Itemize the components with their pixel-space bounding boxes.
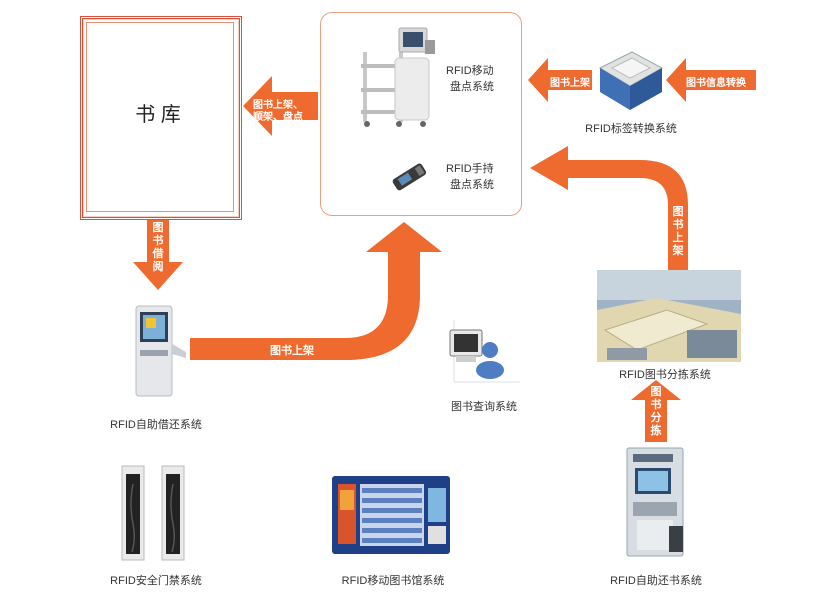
query-system-icon (449, 320, 520, 383)
sorting-system-photo (597, 270, 741, 362)
mobile-library-label: RFID移动图书馆系统 (341, 575, 445, 587)
query-system-label: 图书查询系统 (451, 401, 517, 413)
mobile-inventory-cart-icon (361, 27, 435, 127)
self-check-label: RFID自助借还系统 (110, 419, 202, 431)
mobile-inventory-label-line2: 盘点系统 (450, 81, 494, 93)
security-gate-icon (121, 465, 185, 561)
arrow-to-warehouse (243, 76, 318, 136)
arrow-to-warehouse-text-line1: 图书上架、 (253, 100, 303, 111)
warehouse-inner-border (86, 22, 234, 212)
mobile-inventory-label-line1: RFID移动 (446, 65, 494, 77)
handheld-reader-icon (392, 163, 427, 191)
arrow-shelve-main (190, 222, 442, 360)
arrow-info-convert-text: 图书信息转换 (686, 78, 746, 89)
arrow-borrow-text: 图 书 借 阅 (152, 222, 164, 273)
self-return-label: RFID自助还书系统 (610, 575, 702, 587)
warehouse-title: 书 库 (135, 104, 181, 126)
tag-converter-device-icon (598, 51, 664, 110)
arrow-info-convert (666, 58, 756, 102)
arrow-borrow (133, 220, 183, 290)
arrow-converter-to-inventory (528, 58, 592, 102)
arrow-sort (631, 380, 681, 442)
arrow-sort-text: 图 书 分 拣 (650, 386, 662, 437)
arrow-converter-text: 图书上架 (550, 78, 590, 89)
arrow-shelve-main-text: 图书上架 (270, 345, 314, 357)
warehouse-frame (80, 16, 242, 220)
self-check-kiosk-icon (135, 305, 186, 397)
self-return-kiosk-icon (626, 447, 684, 557)
arrow-to-warehouse-text-line2: 顺架、盘点 (253, 112, 303, 123)
arrow-sort-to-inventory (530, 146, 688, 270)
arrow-sort-to-inventory-text: 图 书 上 架 (672, 206, 684, 257)
handheld-inventory-label-line2: 盘点系统 (450, 179, 494, 191)
security-gate-label: RFID安全门禁系统 (110, 575, 202, 587)
tag-converter-label: RFID标签转换系统 (585, 123, 677, 135)
mobile-library-icon (332, 476, 450, 554)
handheld-inventory-label-line1: RFID手持 (446, 163, 494, 175)
sorting-system-label: RFID图书分拣系统 (619, 369, 711, 381)
